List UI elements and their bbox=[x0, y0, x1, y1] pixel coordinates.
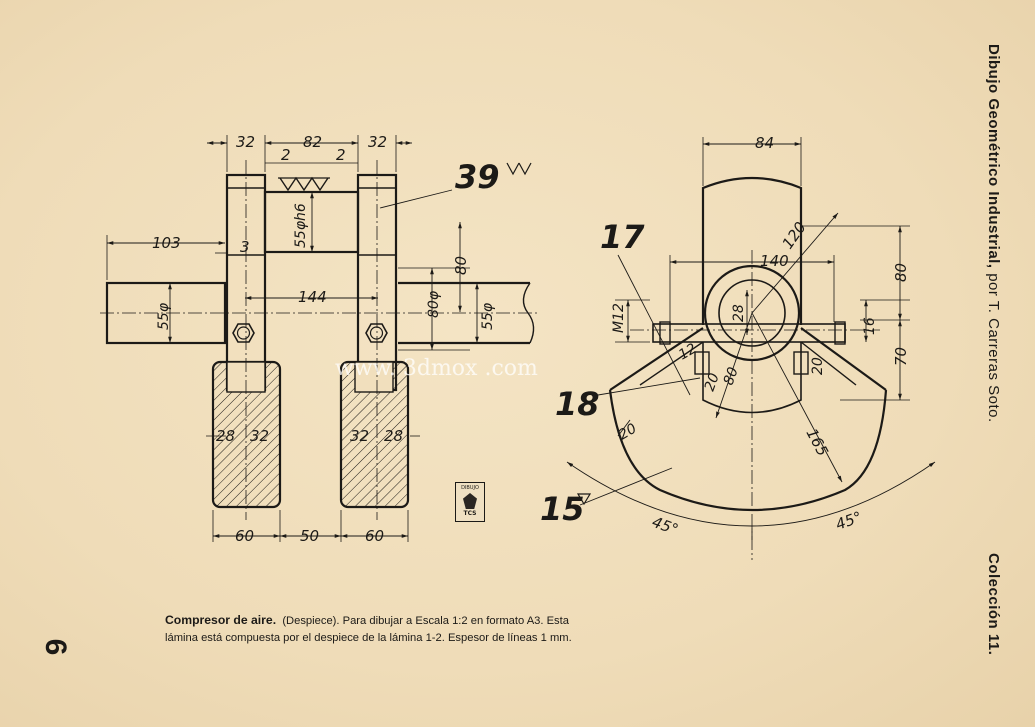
dim-70: 70 bbox=[892, 347, 910, 366]
dim-28-right: 28 bbox=[384, 427, 403, 445]
dim-32-right: 32 bbox=[368, 133, 387, 151]
dim-32-weight-right: 32 bbox=[350, 427, 369, 445]
dim-103: 103 bbox=[152, 234, 181, 252]
crankshaft-view bbox=[100, 135, 540, 542]
dim-20-right-pad: 20 bbox=[810, 357, 826, 375]
dim-140: 140 bbox=[760, 252, 789, 270]
dim-radius-80: 80 bbox=[721, 365, 742, 387]
caption-line2: lámina está compuesta por el despiece de… bbox=[165, 632, 572, 644]
dim-32-left: 32 bbox=[236, 133, 255, 151]
dim-50: 50 bbox=[300, 527, 319, 545]
dim-M12: M12 bbox=[611, 303, 627, 333]
part-number-17: 17 bbox=[600, 218, 645, 256]
finish-symbol-15 bbox=[576, 493, 592, 506]
tcs-logo: DIBUJO TCS bbox=[455, 482, 485, 522]
dim-28-bore: 28 bbox=[731, 304, 747, 322]
dim-80-vertical: 80 bbox=[452, 256, 470, 275]
logo-figure-icon bbox=[463, 493, 477, 509]
dim-55-h6: 55φh6 bbox=[293, 203, 309, 248]
dim-16: 16 bbox=[862, 317, 878, 335]
caption: Compresor de aire. (Despiece). Para dibu… bbox=[165, 612, 725, 647]
dim-28-left: 28 bbox=[216, 427, 235, 445]
dim-radius-20: 20 bbox=[616, 421, 640, 444]
logo-top-text: DIBUJO bbox=[461, 485, 479, 491]
dim-84: 84 bbox=[755, 134, 774, 152]
counterweight-view bbox=[566, 137, 936, 560]
dim-60-left: 60 bbox=[235, 527, 254, 545]
dim-3: 3 bbox=[240, 238, 250, 256]
part-number-18: 18 bbox=[555, 385, 600, 423]
side-title-main: Dibujo Geométrico Industrial, bbox=[985, 44, 1002, 269]
dim-2-left: 2 bbox=[281, 146, 291, 164]
left-dimension-labels: 32 82 32 2 2 103 3 55φh6 144 80 80φ 55φ … bbox=[152, 133, 496, 545]
finish-symbol-39 bbox=[506, 162, 532, 176]
dim-55-diameter-right: 55φ bbox=[480, 302, 496, 330]
right-dimension-labels: 84 120 140 80 28 M12 16 70 12 20 80 20 1… bbox=[611, 134, 910, 539]
caption-line1: (Despiece). Para dibujar a Escala 1:2 en… bbox=[282, 615, 569, 627]
side-collection: Colección 11. bbox=[985, 553, 1002, 656]
caption-title: Compresor de aire. bbox=[165, 613, 277, 627]
dim-60-right: 60 bbox=[365, 527, 384, 545]
dim-20-left-pad: 20 bbox=[702, 371, 723, 393]
side-title-author: por T. Carreras Soto. bbox=[985, 273, 1002, 423]
page-number: 6 bbox=[39, 638, 72, 656]
dim-2-right: 2 bbox=[336, 146, 346, 164]
dim-radius-120: 120 bbox=[779, 219, 810, 253]
dim-32-weight-left: 32 bbox=[250, 427, 269, 445]
dim-144: 144 bbox=[298, 288, 327, 306]
dim-12: 12 bbox=[676, 341, 700, 364]
watermark: www. 3dmox .com bbox=[335, 356, 538, 381]
side-title: Dibujo Geométrico Industrial, por T. Car… bbox=[985, 44, 1002, 423]
dim-80-diameter: 80φ bbox=[426, 290, 442, 318]
dim-80-right: 80 bbox=[892, 263, 910, 282]
dim-55-diameter-left: 55φ bbox=[156, 302, 172, 330]
part-number-39: 39 bbox=[455, 158, 500, 196]
part-number-15: 15 bbox=[540, 490, 585, 528]
logo-bottom-text: TCS bbox=[463, 510, 477, 517]
dim-angle-45-left: 45° bbox=[650, 513, 681, 539]
dim-82: 82 bbox=[303, 133, 322, 151]
